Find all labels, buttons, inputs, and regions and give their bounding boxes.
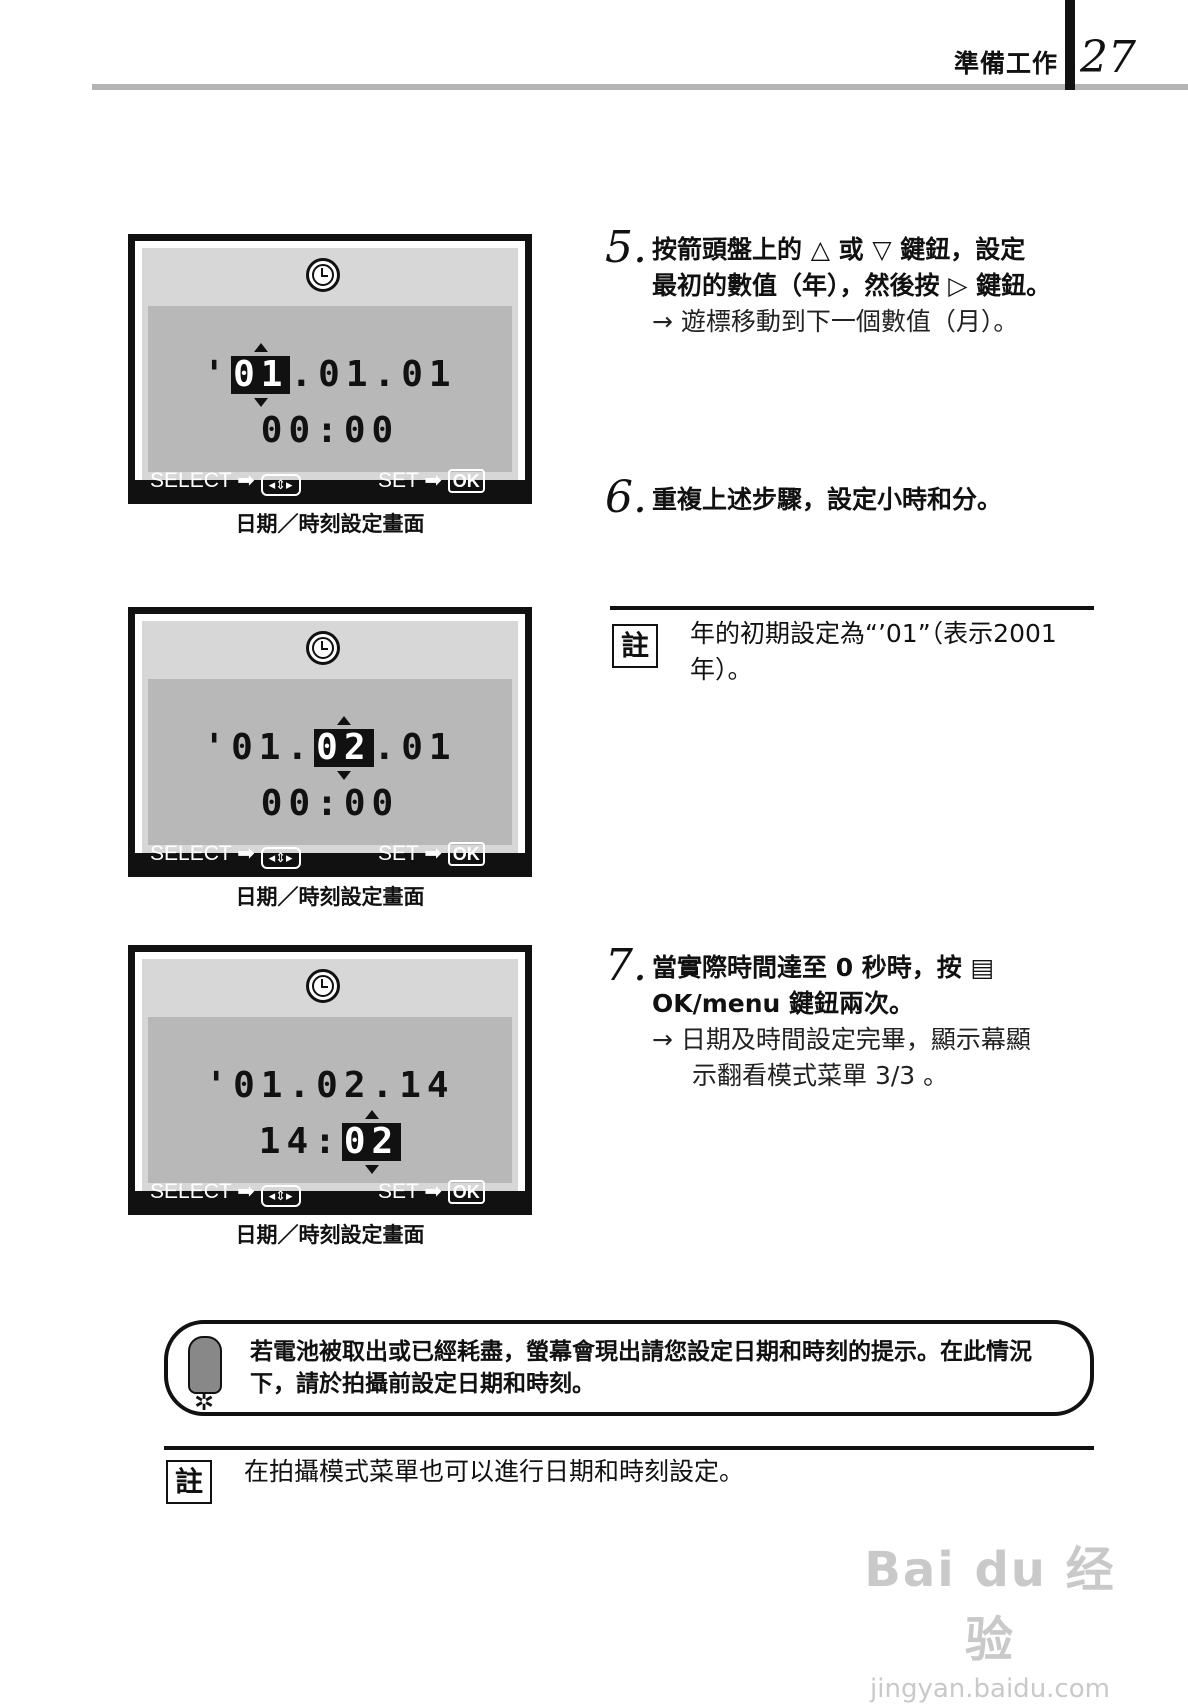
note-1-line1: 年的初期設定為“’01”（表示2001 <box>690 619 1057 648</box>
date-readout: '01.02.01 <box>203 716 457 780</box>
note-icon: 註 <box>612 624 658 668</box>
header-bar <box>1065 0 1075 90</box>
header-rule <box>92 84 1188 90</box>
lcd-panel: '01.02.01 00:00 <box>148 679 512 845</box>
lcd-panel: '01.02.14 14:02 <box>148 1017 512 1183</box>
step-7-line2: OK/menu 鍵鈕兩次。 <box>652 989 915 1018</box>
lcd-face: '01.01.01 00:00 <box>135 241 525 480</box>
lcd-screen-month: '01.02.01 00:00 SELECT ➡ ◂⇕▸ SET ➡ OK <box>128 607 532 877</box>
warning-bulb-icon <box>188 1336 222 1394</box>
lcd-footer: SELECT ➡ ◂⇕▸ SET ➡ OK <box>150 839 510 869</box>
select-hint: SELECT ➡ ◂⇕▸ <box>150 841 301 869</box>
lcd-face: '01.02.01 00:00 <box>135 614 525 853</box>
note-2-text: 在拍攝模式菜單也可以進行日期和時刻設定。 <box>244 1457 745 1486</box>
page-number: 27 <box>1080 32 1136 83</box>
watermark-url: jingyan.baidu.com <box>870 1674 1110 1704</box>
warning-spark-icon: ✲ <box>194 1388 215 1416</box>
lcd-panel: '01.01.01 00:00 <box>148 306 512 472</box>
screen-caption: 日期／時刻設定畫面 <box>235 885 425 909</box>
lcd-screen-minute: '01.02.14 14:02 SELECT ➡ ◂⇕▸ SET ➡ OK <box>128 945 532 1215</box>
screen-caption: 日期／時刻設定畫面 <box>235 1223 425 1247</box>
set-hint: SET ➡ OK <box>378 468 485 493</box>
step-7-result-line1: → 日期及時間設定完畢，顯示幕顯 <box>652 1025 1031 1054</box>
arrow-pad-icon: ◂⇕▸ <box>260 474 301 496</box>
arrow-pad-icon: ◂⇕▸ <box>260 1185 301 1207</box>
minute-field-selected: 02 <box>341 1110 402 1174</box>
note-icon: 註 <box>166 1460 212 1504</box>
ok-button-icon: OK <box>447 1180 485 1204</box>
time-readout: 14:02 <box>258 1110 402 1174</box>
step-6-number: 6. <box>605 472 647 523</box>
step-5-number: 5. <box>605 222 647 273</box>
note-2-rule <box>164 1446 1094 1450</box>
warning-box: ✲ 若電池被取出或已經耗盡，螢幕會現出請您設定日期和時刻的提示。在此情況 下，請… <box>164 1320 1094 1416</box>
clock-icon <box>306 969 340 1003</box>
baidu-watermark: Bai du 经验 jingyan.baidu.com <box>840 1530 1140 1704</box>
step-5-line1: 按箭頭盤上的 △ 或 ▽ 鍵鈕，設定 <box>652 235 1026 264</box>
section-title: 準備工作 <box>953 49 1058 78</box>
lcd-footer: SELECT ➡ ◂⇕▸ SET ➡ OK <box>150 466 510 496</box>
step-7-number: 7. <box>605 940 647 991</box>
step-5-result: → 遊標移動到下一個數值（月）。 <box>652 307 1019 336</box>
lcd-screen-year: '01.01.01 00:00 SELECT ➡ ◂⇕▸ SET ➡ OK <box>128 234 532 504</box>
select-hint: SELECT ➡ ◂⇕▸ <box>150 468 301 496</box>
set-hint: SET ➡ OK <box>378 1179 485 1204</box>
note-1-rule <box>610 606 1094 610</box>
ok-button-icon: OK <box>447 842 485 866</box>
step-6-line1: 重複上述步驟，設定小時和分。 <box>652 485 1003 514</box>
set-hint: SET ➡ OK <box>378 841 485 866</box>
step-5-line2: 最初的數值（年），然後按 ▷ 鍵鈕。 <box>652 271 1052 300</box>
clock-icon <box>306 258 340 292</box>
note-1-line2: 年）。 <box>690 655 753 684</box>
time-readout: 00:00 <box>260 410 400 451</box>
time-readout: 00:00 <box>260 783 400 824</box>
arrow-pad-icon: ◂⇕▸ <box>260 847 301 869</box>
screen-caption: 日期／時刻設定畫面 <box>235 512 425 536</box>
step-7-result-line2: 示翻看模式菜單 3/3 。 <box>692 1061 949 1090</box>
month-field-selected: 02 <box>314 716 374 780</box>
lcd-face: '01.02.14 14:02 <box>135 952 525 1191</box>
select-hint: SELECT ➡ ◂⇕▸ <box>150 1179 301 1207</box>
ok-button-icon: OK <box>447 469 485 493</box>
lcd-footer: SELECT ➡ ◂⇕▸ SET ➡ OK <box>150 1177 510 1207</box>
watermark-logo: Bai du 经验 <box>864 1542 1116 1668</box>
date-readout: '01.02.14 <box>205 1065 455 1106</box>
clock-icon <box>306 631 340 665</box>
step-7-line1: 當實際時間達至 0 秒時，按 ▤ <box>652 953 995 982</box>
date-readout: '01.01.01 <box>203 343 457 407</box>
year-field-selected: 01 <box>231 343 291 407</box>
warning-text: 若電池被取出或已經耗盡，螢幕會現出請您設定日期和時刻的提示。在此情況 下，請於拍… <box>250 1339 1032 1397</box>
